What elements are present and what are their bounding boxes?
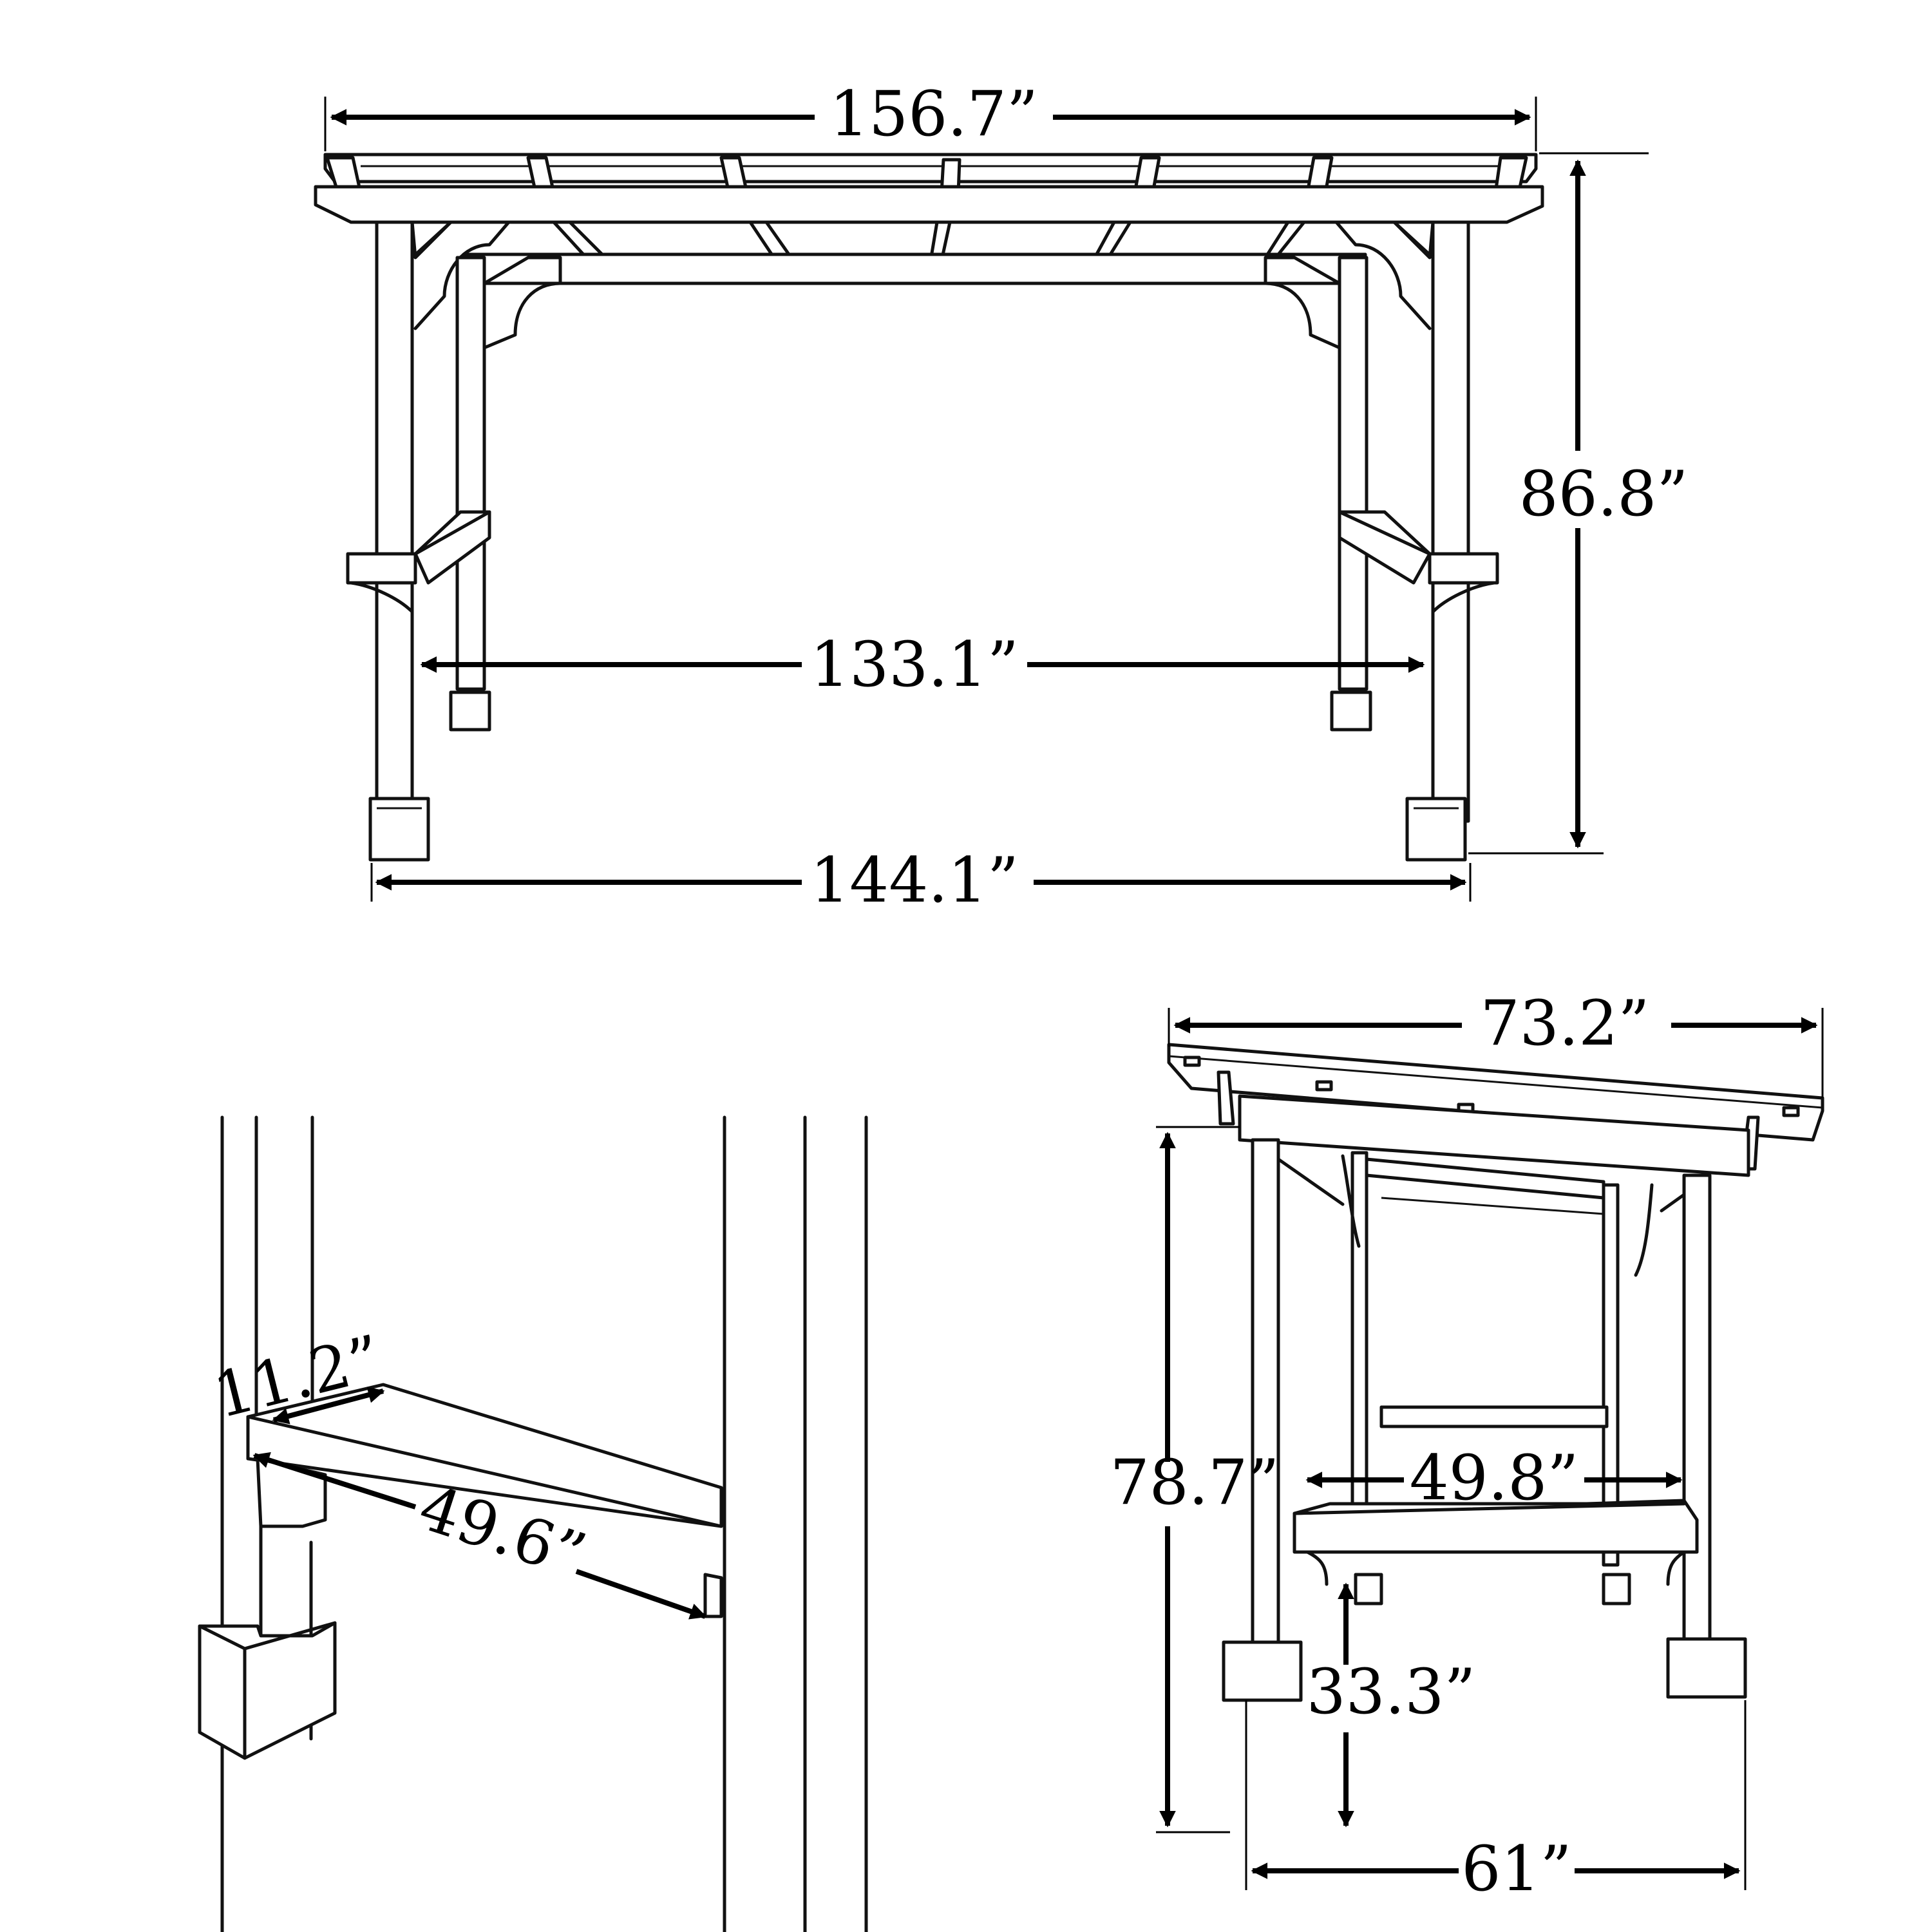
front-right-bench [1338,510,1499,614]
dimension-height: 86.8” [1468,152,1689,855]
dimension-inner-span: 133.1” [420,629,1425,701]
label-61: 61” [1461,1833,1571,1905]
dimension-bench-height: 33.3” [1307,1582,1476,1828]
side-posts [1222,1138,1747,1702]
dimension-base-depth: 61” [1245,1700,1747,1905]
dimension-overall-width: 156.7” [324,78,1537,151]
front-view: 156.7” 86.8” 133.1” 144.1” [314,78,1689,916]
label-49-8: 49.8” [1410,1442,1579,1514]
label-144-1: 144.1” [810,844,1019,916]
dimension-bench-width: 49.8” [1305,1442,1683,1514]
label-86-8: 86.8” [1519,458,1689,530]
label-73-2: 73.2” [1481,987,1650,1059]
label-156-7: 156.7” [829,78,1038,150]
dimension-overall-depth: 73.2” [1168,987,1824,1098]
bench-detail-post-base [198,1621,337,1760]
side-roof [1167,1043,1824,1177]
side-view: 73.2” 78.7” 49.8” 33.3” 61” [1110,987,1824,1905]
side-bench [1293,1405,1699,1605]
dimension-base-width: 144.1” [370,844,1472,916]
front-left-back-post [449,256,562,732]
label-78-7: 78.7” [1110,1446,1280,1519]
dimension-clear-height: 78.7” [1110,1126,1280,1833]
front-left-post [368,220,511,862]
label-133-1: 133.1” [810,629,1019,701]
front-right-back-post [1264,256,1372,732]
bench-detail-view: 11.2” 49.6” [198,1115,868,1932]
label-33-3: 33.3” [1307,1656,1476,1728]
front-left-bench [346,510,491,614]
front-right-post [1334,220,1470,862]
